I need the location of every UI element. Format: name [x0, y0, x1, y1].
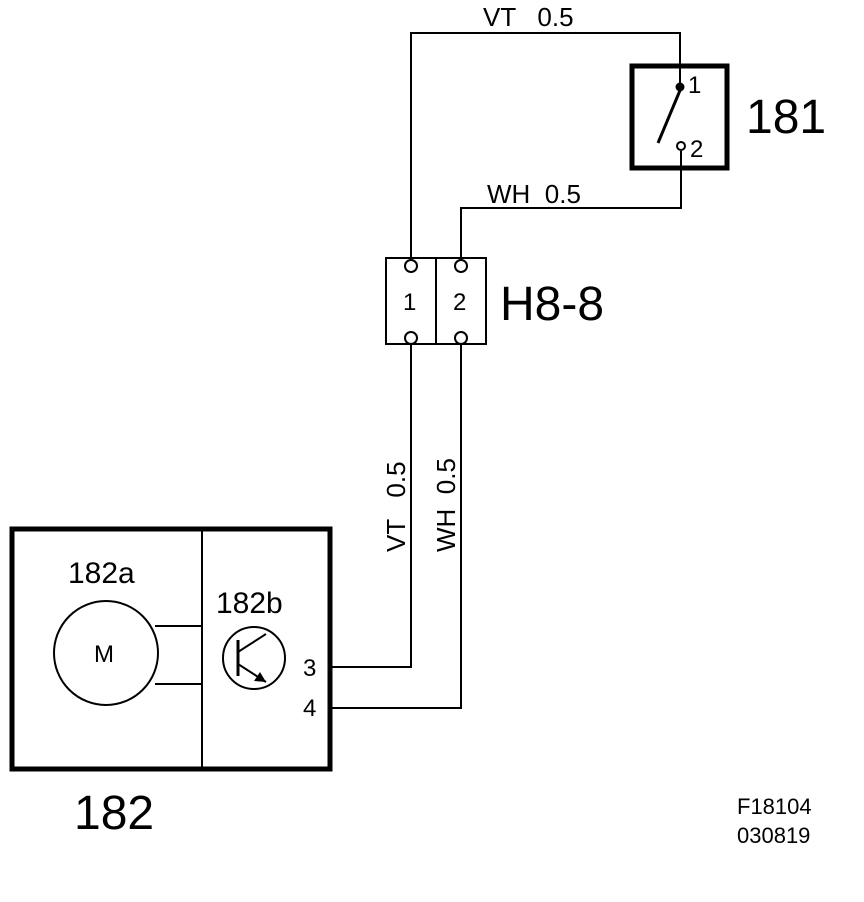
motor-symbol: M [94, 641, 114, 668]
switch-label: 181 [746, 91, 826, 144]
date-code: 030819 [737, 823, 810, 848]
control-unit-182: 182a M 182b 3 4 182 [9, 526, 333, 840]
switch-181: 1 2 181 [629, 63, 826, 171]
control-unit-box [9, 526, 333, 772]
switch-pin2-label: 2 [690, 136, 703, 163]
connector-pin2-bottom [454, 331, 468, 345]
wire-label-wh-top: WH 0.5 [487, 179, 581, 209]
wire-wh-bottom [330, 340, 462, 709]
figure-code: F18104 [737, 794, 812, 819]
control-unit-label: 182 [74, 787, 154, 840]
connector-h8-8: 1 2 H8-8 [385, 257, 604, 345]
control-unit-pin4-label: 4 [303, 695, 316, 722]
switch-pin1-label: 1 [688, 72, 701, 99]
wire-wh-top [460, 151, 682, 260]
wire-label-wh-down: WH 0.5 [431, 458, 461, 552]
connector-pin2-top [454, 259, 468, 273]
wire-vt-top [410, 32, 681, 260]
switch-contact-2 [676, 141, 686, 151]
wire-label-vt-top: VT 0.5 [483, 2, 574, 32]
wire-vt-bottom [330, 340, 412, 668]
switch-blade [656, 87, 683, 144]
wire-label-vt-down: VT 0.5 [381, 461, 411, 552]
connector-pin1-label: 1 [403, 289, 416, 316]
connector-label: H8-8 [500, 278, 604, 331]
control-unit-pin3-label: 3 [303, 655, 316, 682]
connector-pin2-label: 2 [453, 289, 466, 316]
switch-box [629, 63, 730, 171]
motor-label: 182a [68, 557, 135, 590]
motor-icon [53, 600, 159, 706]
connector-pin1-top [404, 259, 418, 273]
transistor-icon [222, 626, 286, 690]
connector-pin1-bottom [404, 331, 418, 345]
driver-label: 182b [216, 587, 283, 620]
